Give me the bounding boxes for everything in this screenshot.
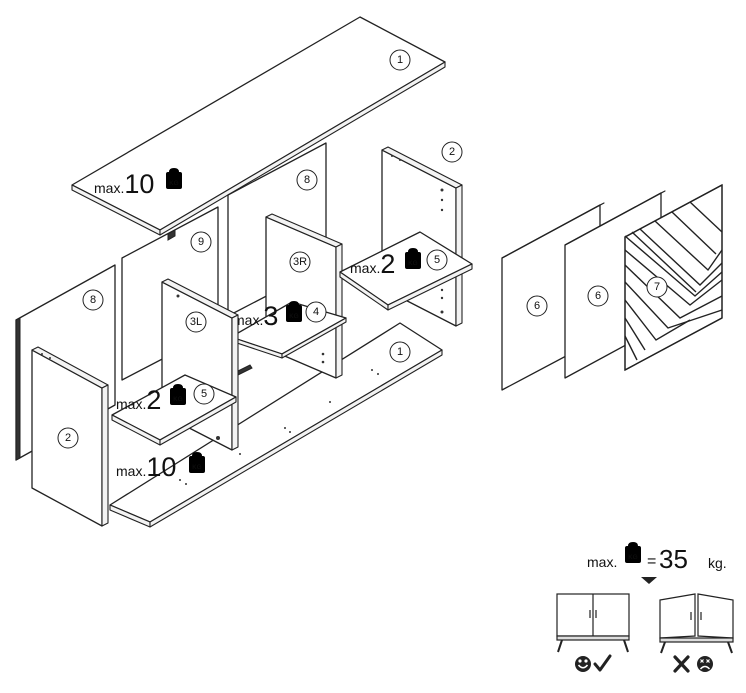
load-prefix: max. [116, 463, 146, 479]
cabinet-correct [556, 593, 630, 653]
weight-icon-text: KG [628, 554, 637, 561]
middle-shelf: 4 max.3 KG [229, 301, 347, 379]
shelf-right: 5 max.2 KG [339, 231, 473, 311]
total-load-value: 35 [659, 544, 688, 574]
weight-icon: KG [189, 452, 205, 473]
part-number: 8 [304, 174, 310, 186]
part-number: 5 [434, 254, 440, 266]
part-badge-top-panel: 1 [389, 49, 411, 71]
part-number: 9 [198, 236, 204, 248]
load-label-top: max.10 KG [94, 168, 182, 199]
weight-icon: KG [405, 248, 421, 269]
side-panel-left: 2 [31, 346, 109, 527]
load-label-shelf-left: max.2 KG [116, 384, 186, 415]
part-number: 2 [65, 432, 71, 444]
chevron-pattern [624, 201, 723, 361]
load-label-shelf-right: max.2 KG [350, 248, 421, 279]
weight-icon-text: KG [289, 313, 298, 320]
part-number: 2 [449, 146, 455, 158]
top-panel: 1 max.10 KG [71, 16, 446, 236]
svg-text:max.2: max.2 [350, 249, 395, 279]
load-label-bottom: max.10 KG [116, 452, 205, 482]
svg-text:max.3: max.3 [233, 301, 278, 331]
svg-text:max.10: max.10 [116, 452, 176, 482]
part-number: 3R [293, 256, 307, 268]
total-load-equals: = [647, 553, 656, 570]
weight-icon: KG [166, 168, 182, 189]
bottom-panel: 1 max.10 KG [109, 322, 443, 528]
weight-icon-text: KG [192, 464, 201, 471]
door-panel-decor: 7 [624, 183, 723, 372]
cross-sad-face-icon [673, 655, 713, 673]
part-number: 8 [90, 294, 96, 306]
svg-text:max.2: max.2 [116, 385, 161, 415]
load-label-middle: max.3 KG [233, 301, 302, 331]
weight-icon-text: KG [173, 396, 182, 403]
part-number: 1 [397, 54, 403, 66]
svg-text:max.10: max.10 [94, 169, 154, 199]
happy-face-check-icon [575, 654, 612, 672]
total-load-prefix: max. [587, 554, 617, 570]
load-value: 2 [146, 385, 161, 415]
load-prefix: max. [94, 180, 124, 196]
load-value: 10 [124, 169, 154, 199]
weight-icon-text: KG [408, 260, 417, 267]
load-value: 10 [146, 452, 176, 482]
shelf-left: 5 max.2 KG [111, 374, 237, 446]
arrow-down-icon [641, 577, 657, 584]
load-prefix: max. [233, 312, 263, 328]
load-prefix: max. [350, 260, 380, 276]
weight-icon-text: KG [169, 180, 178, 187]
cabinet-incorrect [659, 593, 734, 654]
load-prefix: max. [116, 396, 146, 412]
weight-icon: KG [625, 542, 641, 563]
weight-icon: KG [286, 301, 302, 322]
part-number: 3L [190, 316, 202, 328]
load-value: 3 [263, 301, 278, 331]
total-load-unit: kg. [708, 555, 727, 571]
total-load-label: max. KG = 35 kg. [587, 542, 727, 574]
part-number: 6 [595, 290, 601, 302]
weight-icon: KG [170, 384, 186, 405]
part-number: 4 [313, 306, 319, 318]
part-number: 1 [397, 346, 403, 358]
load-value: 2 [380, 249, 395, 279]
part-number: 6 [534, 300, 540, 312]
part-number: 7 [654, 281, 660, 293]
part-number: 5 [201, 388, 207, 400]
